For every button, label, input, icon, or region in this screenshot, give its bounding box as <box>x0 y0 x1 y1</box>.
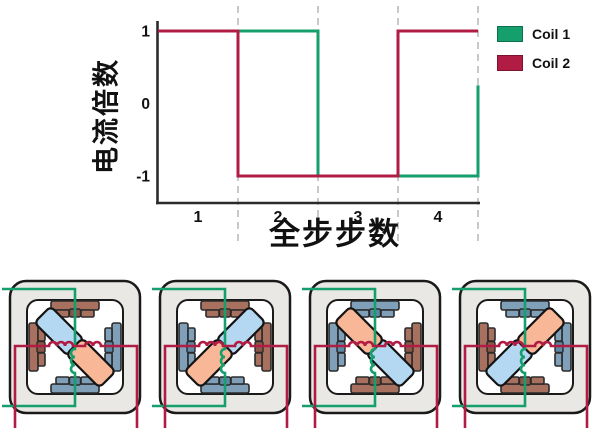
chart-legend: Coil 1 Coil 2 <box>497 26 570 71</box>
coil2-wire <box>163 340 289 428</box>
x-tick-label: 3 <box>354 209 363 226</box>
pole-tooth <box>37 352 46 367</box>
motor-step-3-cell <box>300 265 450 430</box>
motor-step-4-diagram <box>452 279 592 428</box>
motor-step-2-cell <box>150 265 300 430</box>
coil1-wire <box>452 287 527 408</box>
legend-item-2: Coil 2 <box>497 55 570 71</box>
x-tick-label: 2 <box>274 209 283 226</box>
coil2-wire <box>313 340 439 428</box>
coil2-wire <box>13 340 139 428</box>
pole-tooth <box>487 327 496 342</box>
pole-tooth <box>187 327 196 342</box>
pole-tooth <box>337 352 346 367</box>
motor-step-4-cell <box>450 265 600 430</box>
pole-tooth <box>254 352 263 367</box>
coil1-wire <box>152 287 227 408</box>
motor-step-1-diagram <box>2 279 142 428</box>
coil2-wire <box>463 340 589 428</box>
pole-tooth <box>104 327 113 342</box>
legend-swatch-2 <box>497 55 523 71</box>
pole-tooth <box>380 309 395 318</box>
series-line-coil-1 <box>158 29 480 178</box>
pole-left-blue <box>328 322 346 372</box>
legend-label-2: Coil 2 <box>532 55 571 71</box>
pole-tooth <box>554 352 563 367</box>
current-vs-step-chart: 1 2 3 4 1 0 -1 电流倍数 全步步数 Coil 1 Coil 2 <box>91 6 570 252</box>
pole-tooth <box>205 309 220 318</box>
x-tick-label: 1 <box>194 209 203 226</box>
legend-label-1: Coil 1 <box>532 26 571 42</box>
motor-step-1-cell <box>0 265 150 430</box>
series-line-coil-2 <box>158 29 478 178</box>
y-tick-label: 0 <box>141 96 150 113</box>
pole-tooth <box>55 376 70 385</box>
motor-step-2-diagram <box>152 279 292 428</box>
pole-tooth <box>404 327 413 342</box>
legend-swatch-1 <box>497 26 523 42</box>
coil1-wire <box>302 287 377 408</box>
y-axis-label: 电流倍数 <box>91 58 122 174</box>
pole-tooth <box>355 376 370 385</box>
motor-step-3-diagram <box>302 279 442 428</box>
legend-item-1: Coil 1 <box>497 26 570 42</box>
pole-tooth <box>230 376 245 385</box>
pole-tooth <box>505 309 520 318</box>
x-axis-label: 全步步数 <box>269 216 401 252</box>
chart-plot-canvas: 1 2 3 4 1 0 -1 <box>136 6 480 245</box>
y-tick-label: -1 <box>136 169 150 186</box>
x-tick-label: 4 <box>434 209 443 226</box>
y-tick-label: 1 <box>141 24 150 41</box>
coil1-wire <box>2 287 77 408</box>
pole-tooth <box>530 376 545 385</box>
pole-tooth <box>80 309 95 318</box>
motor-step-diagrams <box>0 265 600 430</box>
